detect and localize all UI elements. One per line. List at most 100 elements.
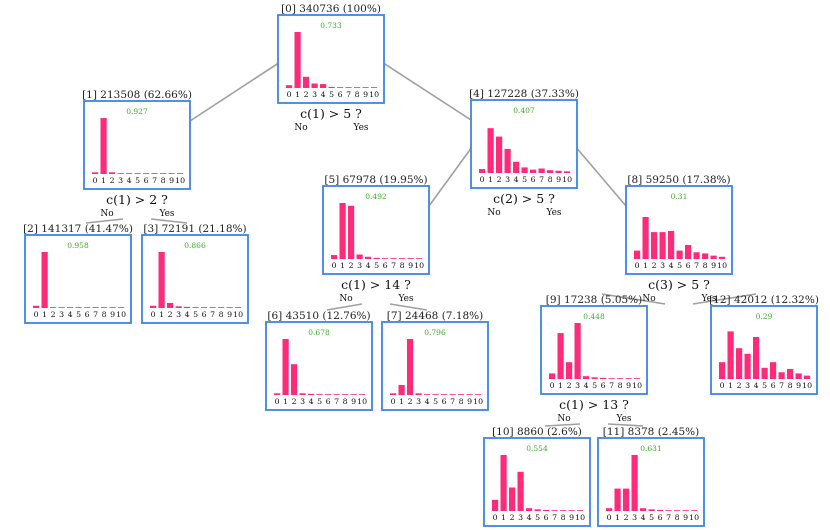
tick-label: 8 (618, 381, 623, 390)
node-title: [1] 213508 (62.66%) (82, 89, 192, 101)
histogram-bar (492, 499, 499, 511)
tick-label: 8 (343, 397, 348, 406)
histogram-bar (566, 362, 573, 379)
tick-label: 0 (607, 513, 612, 522)
histogram-bar (614, 488, 621, 511)
edge-n8-n9 (601, 293, 666, 305)
tick-label: 6 (338, 90, 343, 99)
node-accuracy: 0.554 (526, 444, 548, 453)
histogram-bar (479, 169, 486, 173)
branch-label-yes: Yes (352, 123, 368, 133)
histogram-bar (177, 173, 184, 174)
histogram-bar (150, 305, 157, 308)
histogram-bar (151, 173, 158, 174)
tick-label: 10 (473, 397, 483, 406)
tick-label: 2 (51, 310, 56, 319)
node-title: [8] 59250 (17.38%) (627, 174, 730, 186)
tick-label: 2 (110, 176, 115, 185)
histogram-bar (67, 307, 74, 308)
tick-label: 0 (93, 176, 98, 185)
histogram-bar (316, 394, 323, 395)
histogram-bar (143, 173, 150, 174)
node-accuracy: 0.733 (320, 21, 342, 30)
edge-n1-n2 (85, 218, 124, 224)
tick-label: 7 (152, 176, 157, 185)
histogram-bar (100, 118, 107, 174)
node-accuracy: 0.958 (67, 241, 89, 250)
tick-label: 5 (317, 397, 322, 406)
tick-label: 9 (467, 397, 472, 406)
histogram-bar (75, 307, 82, 308)
histogram-bar (311, 83, 318, 88)
tick-label: 10 (575, 513, 585, 522)
tick-label: 3 (632, 513, 637, 522)
histogram-bar (521, 167, 528, 173)
branch-label-no: No (294, 123, 307, 133)
histogram-bar (693, 252, 700, 259)
histogram-bar (574, 323, 581, 379)
tick-label: 9 (363, 90, 368, 99)
tick-label: 7 (666, 513, 671, 522)
histogram-bar (58, 307, 65, 308)
node-accuracy: 0.407 (513, 106, 535, 115)
tick-label: 3 (416, 397, 421, 406)
histogram-bar (359, 394, 366, 395)
histogram-bar (625, 378, 632, 379)
histogram-bar (328, 86, 335, 88)
node-accuracy: 0.29 (756, 312, 773, 321)
branch-label-yes: Yes (158, 209, 174, 219)
node-accuracy: 0.492 (365, 192, 387, 201)
histogram-bar (415, 393, 422, 395)
tick-label: 9 (169, 176, 174, 185)
histogram-bar (608, 378, 615, 379)
histogram-bar (648, 509, 655, 511)
tick-label: 7 (539, 175, 544, 184)
tick-label: 6 (601, 381, 606, 390)
histogram-bar (659, 232, 666, 259)
tick-label: 4 (185, 310, 190, 319)
tick-label: 1 (42, 310, 47, 319)
histogram-bar (291, 364, 298, 395)
tick-label: 10 (562, 175, 572, 184)
tick-label: 10 (632, 381, 642, 390)
tick-label: 2 (624, 513, 629, 522)
histogram-bar (509, 487, 516, 511)
tick-label: 0 (480, 175, 485, 184)
histogram-bar (682, 510, 689, 511)
histogram-bar (568, 510, 575, 511)
histogram-bar (676, 250, 683, 259)
edge-n9-n10 (544, 423, 581, 427)
tick-label: 5 (374, 261, 379, 270)
tick-label: 0 (635, 261, 640, 270)
histogram-bar (294, 32, 301, 88)
histogram-bar (685, 245, 692, 259)
histogram-bar (371, 87, 378, 88)
tick-label: 2 (510, 513, 515, 522)
histogram-bar (354, 87, 361, 88)
tick-label: 0 (720, 381, 725, 390)
histogram-bar (804, 375, 811, 379)
tick-label: 1 (643, 261, 648, 270)
branch-label-no: No (642, 294, 655, 304)
edge-n4-n5 (428, 147, 472, 207)
tick-label: 5 (522, 175, 527, 184)
tick-label: 6 (383, 261, 388, 270)
tick-label: 5 (592, 381, 597, 390)
tick-label: 8 (561, 513, 566, 522)
tick-label: 6 (531, 175, 536, 184)
tick-label: 1 (101, 176, 106, 185)
tick-label: 4 (514, 175, 519, 184)
histogram-bar (390, 393, 397, 395)
split-condition: c(1) > 5 ? (300, 106, 362, 121)
histogram-bar (583, 376, 590, 379)
histogram-bar (564, 171, 571, 173)
tick-label: 4 (127, 176, 132, 185)
histogram-bar (691, 510, 698, 511)
histogram-bar (308, 393, 315, 395)
histogram-bar (530, 169, 537, 173)
histogram-bar (175, 306, 182, 308)
